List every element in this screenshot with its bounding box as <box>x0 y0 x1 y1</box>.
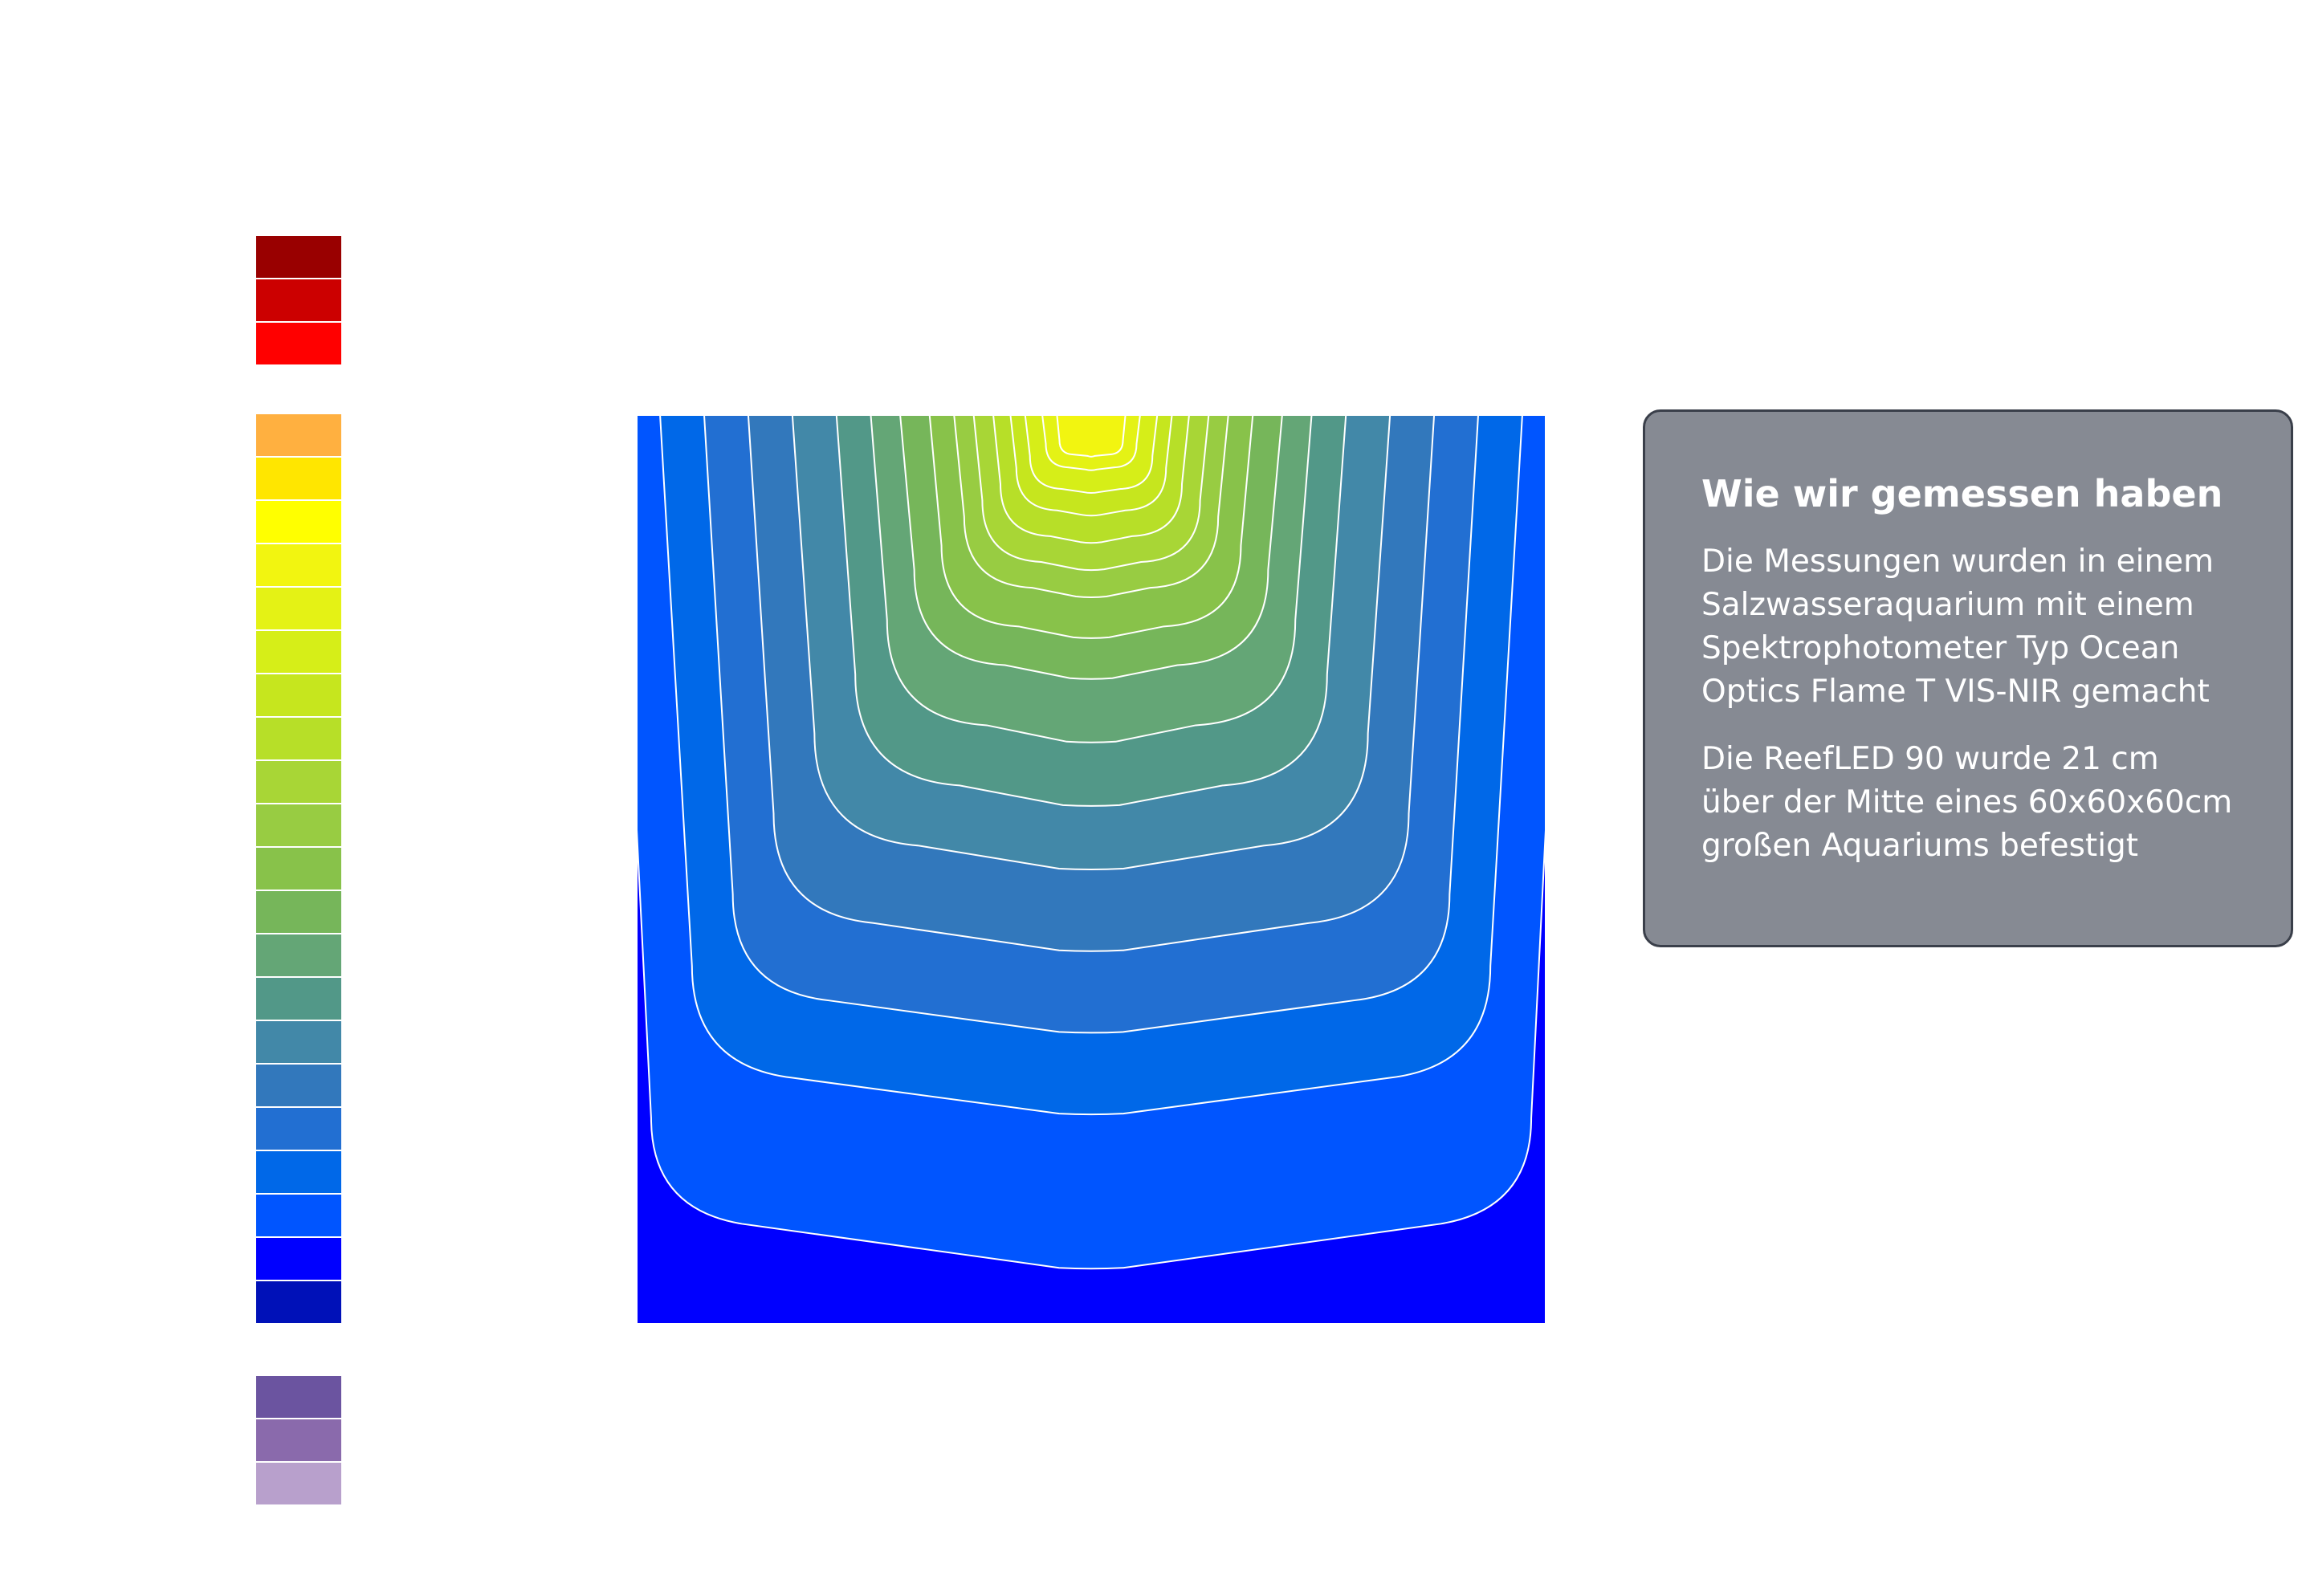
info-paragraph-measurement: Die Messungen wurden in einem Salzwasser… <box>1701 544 2214 710</box>
legend-swatch-main-3 <box>256 501 341 543</box>
legend-swatch-main-8 <box>256 718 341 759</box>
legend-swatch-bottom-1 <box>256 1376 341 1418</box>
legend-swatch-main-15 <box>256 1021 341 1063</box>
contour-band-17 <box>1056 416 1127 458</box>
heatmap-canvas <box>638 416 1545 1323</box>
legend-swatch-main-14 <box>256 978 341 1020</box>
legend-swatch-main-21 <box>256 1281 341 1323</box>
legend-swatch-main-1 <box>256 414 341 456</box>
info-paragraph-setup: Die ReefLED 90 wurde 21 cm über der Mitt… <box>1701 741 2233 864</box>
legend-swatch-main-11 <box>256 848 341 890</box>
legend-swatch-main-5 <box>256 588 341 629</box>
legend-swatch-bottom-2 <box>256 1419 341 1461</box>
legend-swatch-main-18 <box>256 1151 341 1193</box>
legend-swatch-top-3 <box>256 323 341 364</box>
legend-swatch-main-2 <box>256 458 341 499</box>
legend-swatch-main-13 <box>256 934 341 976</box>
legend-swatch-main-19 <box>256 1195 341 1236</box>
legend-swatch-main-6 <box>256 631 341 673</box>
legend-swatch-main-4 <box>256 544 341 586</box>
legend-swatch-main-16 <box>256 1065 341 1106</box>
color-legend <box>256 0 341 1596</box>
legend-swatch-bottom-3 <box>256 1463 341 1504</box>
legend-swatch-top-2 <box>256 279 341 321</box>
legend-swatch-main-9 <box>256 761 341 803</box>
legend-swatch-top-1 <box>256 236 341 278</box>
legend-swatch-main-7 <box>256 674 341 716</box>
legend-swatch-main-12 <box>256 891 341 933</box>
legend-swatch-main-20 <box>256 1238 341 1280</box>
info-box: Wie wir gemessen haben Die Messungen wur… <box>1643 409 2293 947</box>
info-title: Wie wir gemessen haben <box>1701 472 2223 515</box>
legend-swatch-main-10 <box>256 804 341 846</box>
par-heatmap <box>638 416 1545 1323</box>
legend-swatch-main-17 <box>256 1108 341 1150</box>
